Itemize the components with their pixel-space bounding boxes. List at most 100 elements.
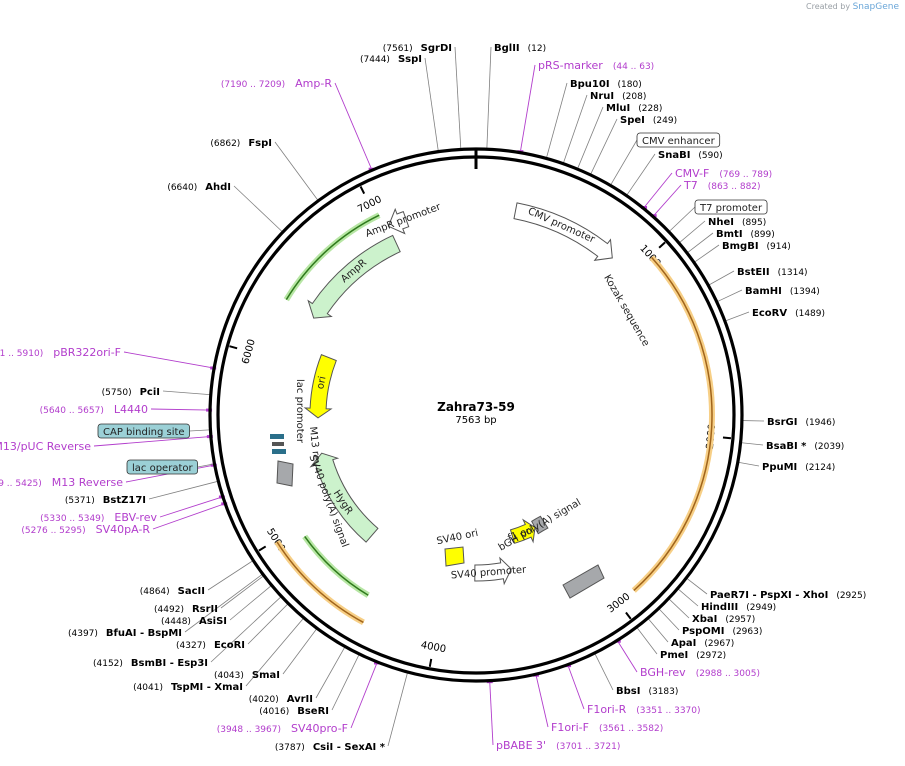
- enzyme-leader: [648, 618, 669, 643]
- primer-leader: [150, 408, 210, 411]
- primer-leader: [567, 665, 585, 710]
- enzyme-position: (895): [742, 218, 766, 228]
- tick-label: 4000: [420, 640, 447, 655]
- enzyme-pmei[interactable]: PmeI: [660, 650, 688, 661]
- enzyme-leader: [659, 608, 680, 631]
- primer-leader: [653, 184, 682, 216]
- primer-m13-reverse[interactable]: M13 Reverse: [52, 476, 123, 489]
- enzyme-rsrii[interactable]: RsrII: [192, 604, 218, 615]
- sv40-ori-block[interactable]: [444, 546, 465, 567]
- enzyme-nrui[interactable]: NruI: [590, 91, 614, 102]
- primer-leader: [489, 681, 494, 746]
- enzyme-bglii[interactable]: BglII: [494, 43, 520, 54]
- enzyme-paer7i-pspxi-xhoi[interactable]: PaeR7I - PspXI - XhoI: [710, 590, 828, 601]
- bgh-polya-block[interactable]: [562, 564, 605, 599]
- feature-f1-ori[interactable]: [509, 518, 536, 544]
- kozak-sequence-label: Kozak sequence: [601, 273, 651, 348]
- tick-mark: [229, 345, 238, 350]
- primer-f1ori-f[interactable]: F1ori-F: [551, 721, 589, 734]
- feature-cmv-promoter[interactable]: [513, 202, 613, 261]
- enzyme-sacii[interactable]: SacII: [178, 586, 205, 597]
- primer-pbr322ori-f[interactable]: pBR322ori-F: [53, 346, 121, 359]
- primer-leader: [334, 82, 373, 170]
- enzyme-sgrdi[interactable]: SgrDI: [421, 43, 452, 54]
- enzyme-apai[interactable]: ApaI: [671, 638, 696, 649]
- primer-t7[interactable]: T7: [683, 179, 698, 192]
- tick-mark: [258, 545, 267, 552]
- enzyme-leader: [454, 46, 462, 149]
- enzyme-spei[interactable]: SpeI: [620, 115, 645, 126]
- primer-sv40pa-r[interactable]: SV40pA-R: [96, 523, 151, 536]
- boxed-feature-cap-binding-site[interactable]: [97, 423, 190, 439]
- enzyme-ecorv[interactable]: EcoRV: [752, 308, 787, 319]
- enzyme-bsteii[interactable]: BstEII: [737, 267, 770, 278]
- enzyme-leader: [424, 57, 439, 151]
- enzyme-xbai[interactable]: XbaI: [692, 614, 717, 625]
- boxed-leader: [189, 429, 210, 432]
- enzyme-bsrgi[interactable]: BsrGI: [767, 417, 797, 428]
- tick-label: 7000: [356, 194, 384, 215]
- enzyme-mlui[interactable]: MluI: [606, 103, 630, 114]
- primer-leader: [93, 436, 210, 447]
- enzyme-position: (3787): [275, 743, 305, 753]
- snapgene-watermark: Created by SnapGene: [806, 2, 899, 12]
- primer-ebv-rev[interactable]: EBV-rev: [114, 511, 157, 524]
- enzyme-position: (2957): [725, 615, 755, 625]
- enzyme-bamhi[interactable]: BamHI: [745, 286, 782, 297]
- boxed-feature-t7-promoter[interactable]: [694, 199, 768, 215]
- enzyme-leader: [184, 574, 263, 633]
- enzyme-ahdi[interactable]: AhdI: [205, 182, 231, 193]
- enzyme-fspi[interactable]: FspI: [248, 138, 272, 149]
- enzyme-position: (4492): [154, 605, 184, 615]
- enzyme-bmti[interactable]: BmtI: [716, 229, 743, 240]
- enzyme-csii-sexai[interactable]: CsiI - SexAI *: [313, 742, 386, 753]
- enzyme-sspi[interactable]: SspI: [398, 54, 422, 65]
- enzyme-leader: [274, 141, 319, 201]
- enzyme-snabi[interactable]: SnaBI: [658, 150, 690, 161]
- enzyme-bbsi[interactable]: BbsI: [616, 686, 640, 697]
- enzyme-bseri[interactable]: BseRI: [297, 706, 329, 717]
- enzyme-hindiii[interactable]: HindIII: [701, 602, 738, 613]
- tick-mark: [625, 611, 632, 620]
- enzyme-pcii[interactable]: PciI: [140, 387, 160, 398]
- enzyme-position: (4043): [214, 671, 244, 681]
- boxed-feature-cmv-enhancer[interactable]: [636, 132, 721, 148]
- enzyme-ppumi[interactable]: PpuMI: [762, 462, 797, 473]
- site-labels: SgrDI(7561)SspI(7444)BglII(12)Bpu10I(180…: [0, 43, 866, 753]
- enzyme-ecori[interactable]: EcoRI: [214, 640, 245, 651]
- primer-leader: [123, 351, 214, 369]
- primer-pbabe-3[interactable]: pBABE 3': [496, 739, 546, 752]
- boxed-feature-lac-operator[interactable]: [126, 459, 198, 475]
- enzyme-bsmbi-esp3i[interactable]: BsmBI - Esp3I: [131, 658, 208, 669]
- primer-m13-puc-reverse[interactable]: M13/pUC Reverse: [0, 440, 91, 453]
- enzyme-bpu10i[interactable]: Bpu10I: [570, 79, 610, 90]
- enzyme-bstz17i[interactable]: BstZ17I: [103, 495, 146, 506]
- enzyme-asisi[interactable]: AsiSI: [199, 616, 227, 627]
- primer-f1ori-r[interactable]: F1ori-R: [587, 703, 627, 716]
- feature-ampr[interactable]: [307, 234, 401, 319]
- enzyme-smai[interactable]: SmaI: [252, 670, 280, 681]
- primer-sv40pro-f[interactable]: SV40pro-F: [291, 722, 348, 735]
- feature-bgh-poly-a-signal[interactable]: [531, 515, 549, 535]
- enzyme-position: (1314): [778, 268, 808, 278]
- enzyme-tspmi-xmai[interactable]: TspMI - XmaI: [171, 682, 243, 693]
- enzyme-bfuai-bspmi[interactable]: BfuAI - BspMI: [106, 628, 182, 639]
- feature-hygr[interactable]: [309, 452, 379, 543]
- primer-l4440[interactable]: L4440: [114, 403, 148, 416]
- enzyme-position: (6640): [167, 183, 197, 193]
- boxed-leader: [197, 463, 214, 468]
- primer-bgh-rev[interactable]: BGH-rev: [640, 666, 686, 679]
- feature-ori[interactable]: [303, 354, 337, 419]
- enzyme-nhei[interactable]: NheI: [708, 217, 734, 228]
- primer-leader: [519, 64, 536, 152]
- enzyme-avrii[interactable]: AvrII: [287, 694, 313, 705]
- enzyme-pspomi[interactable]: PspOMI: [682, 626, 724, 637]
- feature-ampr-promoter[interactable]: [387, 207, 410, 235]
- primer-cmv-f[interactable]: CMV-F: [675, 167, 709, 180]
- primer-prs-marker[interactable]: pRS-marker: [538, 59, 603, 72]
- enzyme-bsabi[interactable]: BsaBI *: [766, 441, 807, 452]
- feature-sv40-promoter[interactable]: [474, 556, 512, 586]
- primer-amp-r[interactable]: Amp-R: [295, 77, 332, 90]
- enzyme-bmgbi[interactable]: BmgBI: [722, 241, 759, 252]
- sv40-polya-block[interactable]: [276, 460, 294, 487]
